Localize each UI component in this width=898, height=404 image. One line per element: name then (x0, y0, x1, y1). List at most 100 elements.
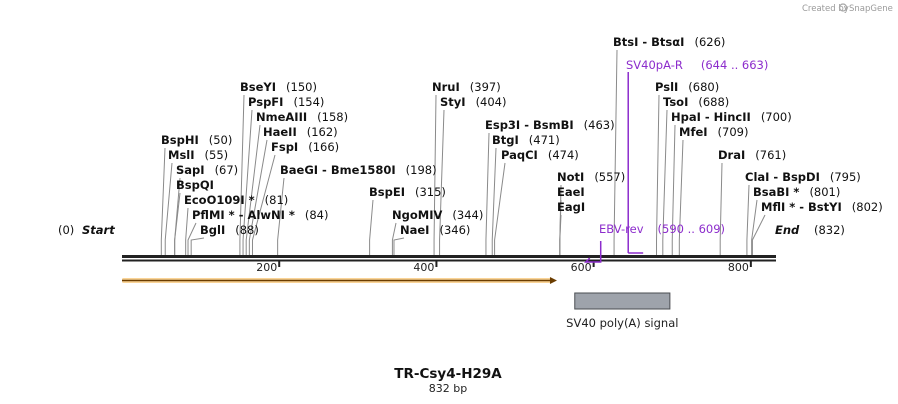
site-label-styi[interactable]: StyI(404) (440, 95, 507, 109)
site-label-naei[interactable]: NaeI (346) (400, 223, 470, 237)
site-position: (84) (305, 208, 329, 222)
site-line-eagi (559, 214, 562, 255)
site-line-psli (656, 94, 660, 255)
features: SV40 poly(A) signal (122, 277, 678, 330)
primer-ebv-rev-label[interactable]: EBV-rev(590 .. 609) (599, 222, 725, 236)
site-position: (626) (694, 35, 725, 49)
site-position: (166) (308, 140, 339, 154)
site-label-sapi[interactable]: SapI(67) (176, 163, 238, 177)
site-label-fspi[interactable]: FspI(166) (271, 140, 339, 154)
primer-name: SV40pA-R (626, 58, 683, 72)
site-label-eagi[interactable]: EagI (557, 200, 585, 214)
site-line-ecoo109i (185, 207, 189, 255)
site-name: BsaBI * (753, 185, 799, 199)
site-label-pflmi-alwni[interactable]: PflMI * - AlwNI * (84) (192, 208, 328, 222)
site-label-haeii[interactable]: HaeII (162) (263, 125, 338, 139)
site-name: BtgI (492, 133, 519, 147)
site-line-bgli (190, 237, 205, 255)
site-label-btsi-bts-i[interactable]: BtsI - BtsαI(626) (613, 35, 725, 49)
site-line-styi (439, 109, 445, 255)
site-label-tsoi[interactable]: TsoI(688) (663, 95, 729, 109)
site-label-bspqi[interactable]: BspQI (176, 178, 214, 192)
site-lines (160, 49, 766, 255)
site-line-btsi-bts-i (613, 49, 618, 255)
site-label-noti[interactable]: NotI(557) (557, 170, 625, 184)
site-label-pspfi[interactable]: PspFI(154) (248, 95, 324, 109)
site-label-ecoo109i[interactable]: EcoO109I *(81) (184, 193, 288, 207)
site-line-mfli-bstyi (751, 214, 766, 255)
site-position: (474) (548, 148, 579, 162)
site-position: (795) (830, 170, 861, 184)
site-line-msli (164, 162, 173, 255)
site-name: DraI (718, 148, 745, 162)
site-position: (88) (235, 223, 259, 237)
primers: SV40pA-R(644 .. 663) EBV-rev(590 .. 609) (583, 58, 768, 263)
site-label-psli[interactable]: PslI(680) (655, 80, 719, 94)
site-position: (557) (594, 170, 625, 184)
site-name: PflMI * - AlwNI * (192, 208, 295, 222)
site-name: HpaI - HincII (671, 110, 751, 124)
site-line-paqci (494, 162, 506, 255)
site-label-mfei[interactable]: MfeI(709) (679, 125, 748, 139)
site-label-clai-bspdi[interactable]: ClaI - BspDI (795) (745, 170, 861, 184)
site-position: (397) (470, 80, 501, 94)
primer-sv40pa-r-label[interactable]: SV40pA-R(644 .. 663) (626, 58, 768, 72)
site-line-btgi (491, 147, 497, 255)
site-line-bspei (369, 199, 374, 255)
map-length: 832 bp (429, 382, 467, 395)
feature-sv40-polya-box[interactable] (574, 292, 671, 310)
site-position: (471) (529, 133, 560, 147)
site-position: (346) (439, 223, 470, 237)
site-label-baegi-bme1580i[interactable]: BaeGI - Bme1580I(198) (280, 163, 437, 177)
feature-sv40-polya-label: SV40 poly(A) signal (566, 316, 678, 330)
site-position: (344) (452, 208, 483, 222)
site-label-btgi[interactable]: BtgI (471) (492, 133, 560, 147)
site-label-nmeaiii[interactable]: NmeAIII (158) (256, 110, 348, 124)
site-line-hpai-hincii (671, 124, 676, 255)
site-name: StyI (440, 95, 466, 109)
site-label-mfli-bstyi[interactable]: MflI * - BstYI(802) (761, 200, 883, 214)
site-position: (680) (688, 80, 719, 94)
site-label-eaei[interactable]: EaeI (557, 185, 585, 199)
site-name: PaqCI (501, 148, 538, 162)
site-line-baegi-bme1580i (277, 177, 285, 255)
ruler-label-200: 200 (256, 261, 277, 274)
site-label-drai[interactable]: DraI(761) (718, 148, 786, 162)
site-name: HaeII (263, 125, 297, 139)
site-position: (700) (761, 110, 792, 124)
site-position: (315) (415, 185, 446, 199)
site-label-esp3i-bsmbi[interactable]: Esp3I - BsmBI(463) (485, 118, 615, 132)
ruler-label-600: 600 (571, 261, 592, 274)
site-line-esp3i-bsmbi (485, 132, 490, 255)
start-label: Start (82, 223, 115, 237)
site-label-bspei[interactable]: BspEI (315) (369, 185, 446, 199)
site-label-paqci[interactable]: PaqCI (474) (501, 148, 579, 162)
site-name: EaeI (557, 185, 585, 199)
site-label-hpai-hincii[interactable]: HpaI - HincII (700) (671, 110, 792, 124)
site-label-ngomiv[interactable]: NgoMIV(344) (392, 208, 483, 222)
site-name: NaeI (400, 223, 429, 237)
site-label-bgli[interactable]: BglI(88) (200, 223, 259, 237)
site-label-bsphi[interactable]: BspHI(50) (161, 133, 232, 147)
site-name: NmeAIII (256, 110, 307, 124)
site-name: ClaI - BspDI (745, 170, 820, 184)
site-label-bsabi[interactable]: BsaBI *(801) (753, 185, 840, 199)
site-name: BspEI (369, 185, 405, 199)
primer-ebv-rev-bar (583, 241, 602, 263)
site-label-nrui[interactable]: NruI(397) (432, 80, 501, 94)
site-label-bseyi[interactable]: BseYI(150) (240, 80, 317, 94)
end-label: End (775, 223, 800, 237)
site-line-bsabi (751, 199, 758, 255)
site-label-msli[interactable]: MslI(55) (168, 148, 228, 162)
site-line-tsoi (662, 109, 668, 255)
primer-name: EBV-rev (599, 222, 644, 236)
site-position: (158) (317, 110, 348, 124)
site-line-clai-bspdi (746, 184, 750, 255)
site-position: (162) (307, 125, 338, 139)
site-line-nrui (433, 94, 437, 255)
site-name: MslI (168, 148, 195, 162)
site-name: Esp3I - BsmBI (485, 118, 574, 132)
site-line-mfei (678, 139, 684, 255)
